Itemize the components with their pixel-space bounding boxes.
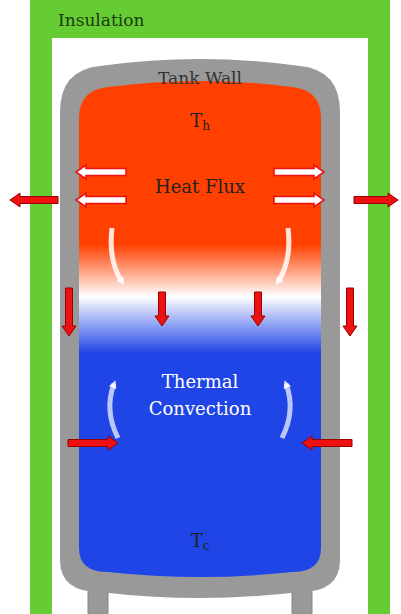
convection-label: Thermal Convection bbox=[130, 368, 270, 422]
heat-arrow bbox=[274, 193, 324, 207]
heat-arrow bbox=[68, 436, 118, 450]
insulation bbox=[30, 0, 390, 614]
heat-arrow bbox=[76, 165, 126, 179]
heat-arrow bbox=[302, 436, 352, 450]
insulation-label: Insulation bbox=[58, 10, 144, 30]
heat-flux-arrows bbox=[10, 165, 398, 450]
temperature-label: Tc bbox=[191, 530, 210, 553]
temperature-label: Th bbox=[190, 110, 210, 133]
heat-arrow bbox=[354, 193, 398, 207]
heat-arrow bbox=[274, 165, 324, 179]
heat-arrow bbox=[10, 193, 58, 207]
heat-arrow bbox=[251, 292, 265, 326]
wall-label: Tank Wall bbox=[158, 68, 242, 88]
heat-arrow bbox=[343, 288, 357, 336]
storage-fluid bbox=[79, 81, 321, 577]
heat-arrow bbox=[76, 193, 126, 207]
tank-wall bbox=[60, 59, 340, 598]
heat-arrow bbox=[155, 292, 169, 326]
flux-label: Heat Flux bbox=[155, 176, 245, 198]
heat-arrow bbox=[62, 288, 76, 336]
